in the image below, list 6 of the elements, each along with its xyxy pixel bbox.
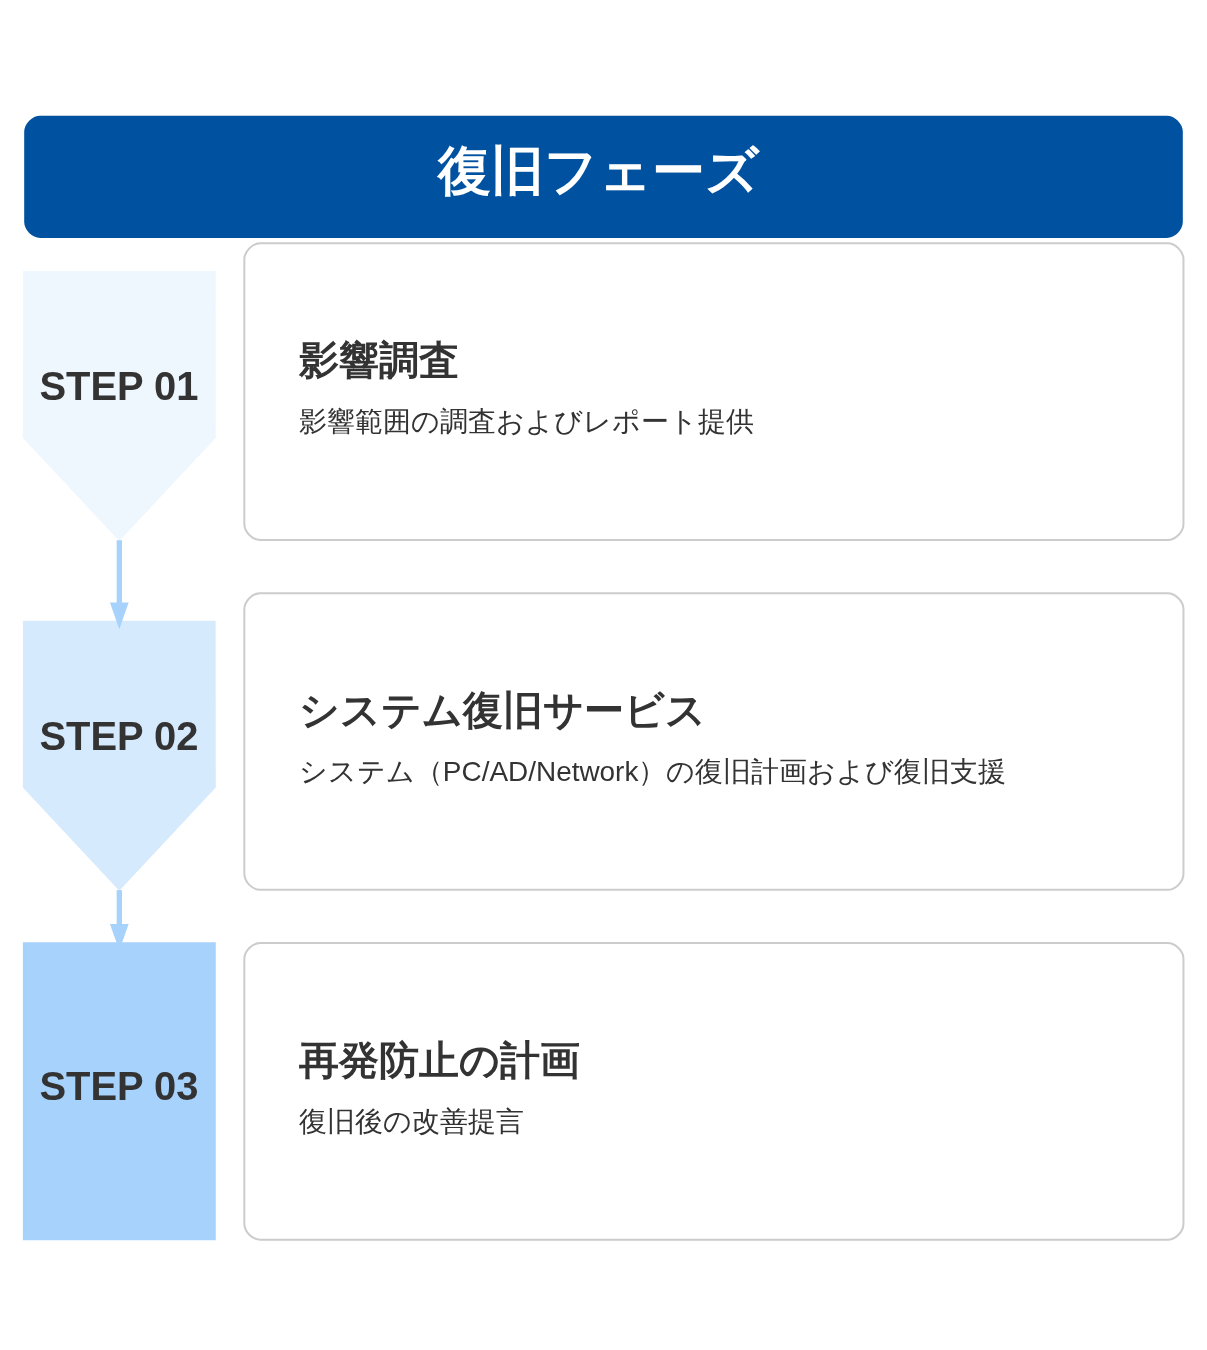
node-box: システム復旧サービス システム（PC/AD/Network）の復旧計画および復旧支援 — [243, 592, 1185, 891]
node-box: 再発防止の計画 復旧後の改善提言 — [243, 942, 1185, 1241]
arrow — [109, 540, 129, 630]
node-box: STEP 03 — [22, 942, 216, 1241]
diagram-title: 復旧フェーズ — [437, 140, 759, 200]
node-box: 影響調査 影響範囲の調査およびレポート提供 — [243, 242, 1185, 541]
